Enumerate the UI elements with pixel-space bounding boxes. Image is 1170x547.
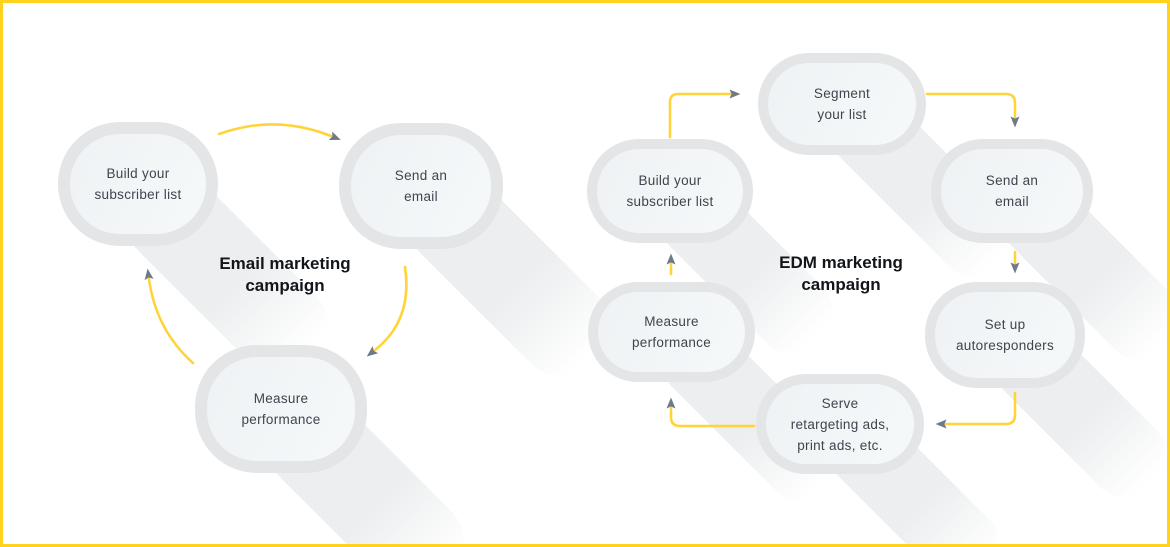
title-line: Email marketing [219, 254, 351, 273]
node-label: email [404, 189, 438, 204]
node-label: email [995, 194, 1029, 209]
arrow-left-build-to-send [217, 123, 341, 141]
node-label: Serve [821, 395, 859, 411]
node-build-subscriber-list-right: Build your subscriber list [587, 139, 753, 243]
node-segment-your-list: Segment your list [758, 53, 926, 155]
node-label: performance [241, 412, 321, 427]
arrow-right-segment-to-send [925, 92, 1020, 128]
node-label: Build your [638, 173, 702, 188]
arrow-right-build-to-segment [668, 89, 741, 139]
node-label: Build your [106, 166, 170, 181]
node-serve-retargeting-ads: Serve retargeting ads, print ads, etc. [756, 374, 924, 474]
node-label: Segment [813, 86, 871, 101]
node-label: Measure [644, 314, 699, 329]
node-measure-performance-right: Measure performance [588, 282, 755, 382]
node-label: Send an [394, 168, 448, 183]
node-label: autoresponders [955, 338, 1054, 353]
node-label: performance [631, 335, 712, 350]
node-label: print ads, etc. [797, 437, 883, 453]
arrow-right-autoresponders-to-retargeting [935, 391, 1017, 429]
node-label: subscriber list [94, 187, 182, 202]
right-cycle-title: EDM marketing campaign [726, 252, 956, 296]
title-line: campaign [245, 276, 325, 295]
node-send-email-right: Send an email [931, 139, 1093, 243]
node-set-up-autoresponders: Set up autoresponders [925, 282, 1085, 388]
node-label: subscriber list [626, 194, 714, 209]
node-label: Send an [985, 173, 1039, 188]
title-line: EDM marketing [779, 253, 903, 272]
left-cycle-title: Email marketing campaign [170, 253, 400, 297]
title-line: campaign [801, 275, 881, 294]
node-label: Set up [984, 317, 1026, 332]
node-label: Measure [253, 391, 309, 406]
node-build-subscriber-list-left: Build your subscriber list [58, 122, 218, 246]
node-measure-performance-left: Measure performance [195, 345, 367, 473]
node-send-email-left: Send an email [339, 123, 503, 249]
node-label: retargeting ads, [790, 416, 890, 432]
node-label: your list [817, 107, 867, 122]
